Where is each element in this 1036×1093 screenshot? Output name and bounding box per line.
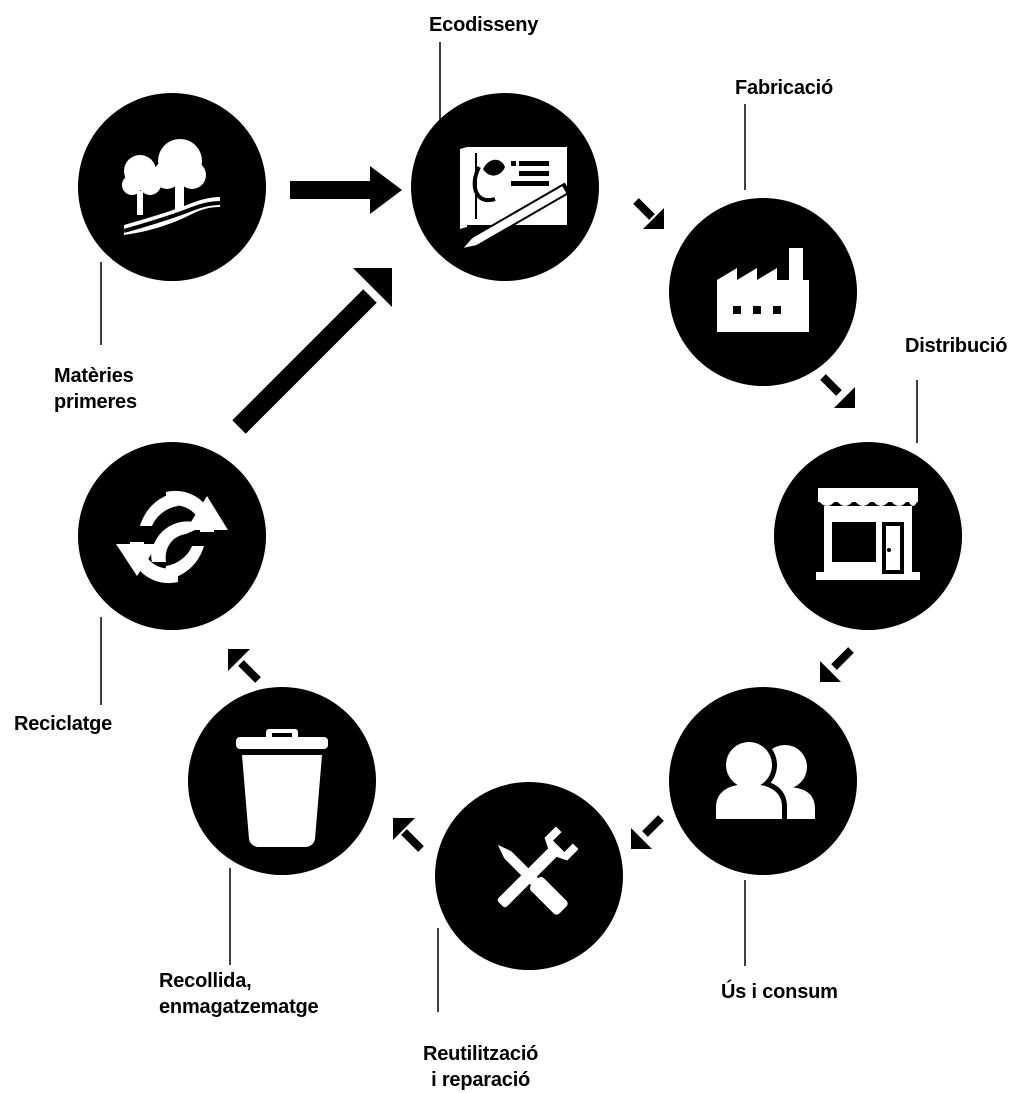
label-distribucio: Distribució xyxy=(905,335,1008,357)
trash-bin-icon xyxy=(236,729,328,847)
arrow-recollida-to-reciclatge xyxy=(228,649,261,683)
arrow-ecodisseny-to-fabricacio xyxy=(633,198,664,229)
arrow-us-to-reutilitzacio xyxy=(631,815,664,849)
arrow-materies-to-ecodisseny xyxy=(290,166,402,214)
arrow-reutilitzacio-to-recollida xyxy=(393,818,424,852)
design-blueprint-icon xyxy=(460,147,571,249)
arrow-reciclatge-to-ecodisseny xyxy=(232,268,392,434)
shop-icon xyxy=(816,488,920,580)
users-icon xyxy=(711,737,815,819)
label-us: Ús i consum xyxy=(721,981,838,1003)
recycle-arrows-icon xyxy=(116,490,228,584)
label-fabricacio: Fabricació xyxy=(735,77,834,99)
label-reciclatge: Reciclatge xyxy=(14,713,113,735)
label-reutilitzacio: Reutilització i reparació xyxy=(423,1043,539,1091)
flow-arrows xyxy=(228,166,855,852)
factory-icon xyxy=(717,248,809,332)
trees-landscape-icon xyxy=(122,139,221,235)
label-materies: Matèries primeres xyxy=(54,365,137,413)
tools-icon xyxy=(497,826,579,915)
label-recollida: Recollida, enmagatzematge xyxy=(159,970,319,1018)
arrow-fabricacio-to-distribucio xyxy=(820,374,855,408)
label-ecodisseny: Ecodisseny xyxy=(429,14,539,36)
arrow-distribucio-to-us xyxy=(820,647,854,682)
leader-lines xyxy=(100,42,918,1012)
